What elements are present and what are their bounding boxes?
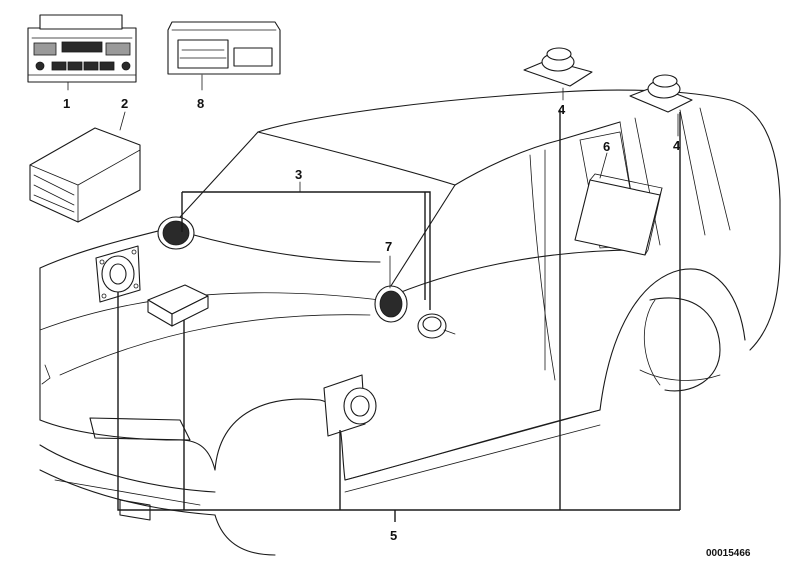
amplifier-box: [29, 127, 141, 223]
callout-1: 1: [63, 96, 70, 111]
wiring-harness: [117, 110, 681, 522]
callout-4-left: 4: [558, 102, 566, 117]
callout-2: 2: [121, 96, 128, 111]
tweeter-right: [374, 285, 408, 323]
callout-6: 6: [603, 139, 610, 154]
cd-changer: [167, 21, 281, 75]
tweeter-left: [157, 216, 195, 250]
callout-7: 7: [385, 239, 392, 254]
door-speaker-left: [95, 245, 141, 303]
callout-3: 3: [295, 167, 302, 182]
callout-8: 8: [197, 96, 204, 111]
rear-module: [574, 173, 663, 256]
callout-5: 5: [390, 528, 397, 543]
radio-head-unit: [27, 14, 137, 83]
diagram-part-number: 00015466: [706, 548, 751, 559]
callout-4-right: 4: [673, 138, 681, 153]
control-module: [147, 284, 209, 327]
tweeter-housing: [417, 313, 456, 339]
callout-leaders: [67, 74, 679, 289]
rear-speaker-right: [629, 74, 693, 113]
car-body-outline: [39, 89, 781, 556]
door-speaker-right: [323, 374, 377, 437]
rear-speaker-left: [523, 47, 593, 87]
